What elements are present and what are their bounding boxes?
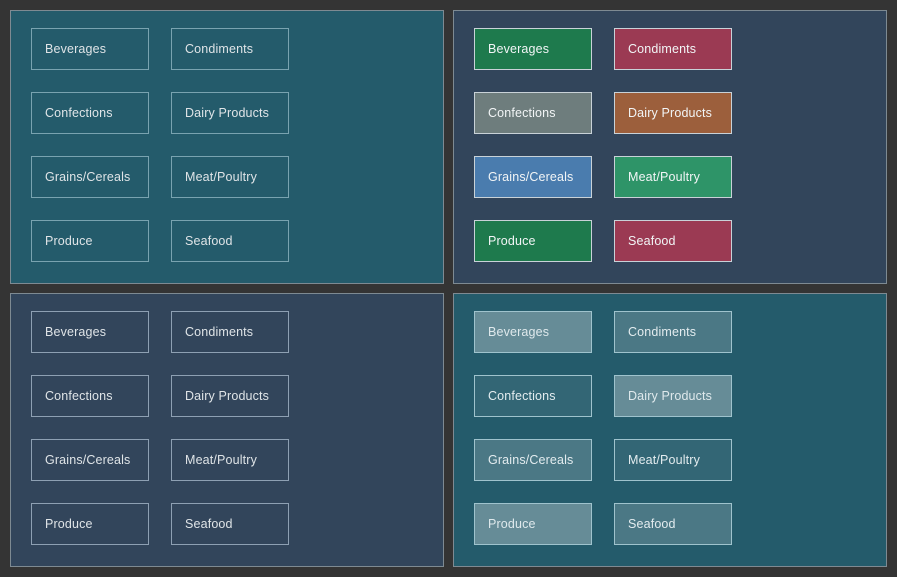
category-button-condiments[interactable]: Condiments xyxy=(614,28,732,70)
panel-solid-on-navy: Beverages Condiments Confections Dairy P… xyxy=(453,10,887,284)
category-button-confections[interactable]: Confections xyxy=(31,92,149,134)
category-button-dairy-products[interactable]: Dairy Products xyxy=(171,92,289,134)
category-button-meat-poultry[interactable]: Meat/Poultry xyxy=(171,156,289,198)
category-button-grains-cereals[interactable]: Grains/Cereals xyxy=(474,156,592,198)
category-button-dairy-products[interactable]: Dairy Products xyxy=(614,375,732,417)
category-button-confections[interactable]: Confections xyxy=(31,375,149,417)
category-button-meat-poultry[interactable]: Meat/Poultry xyxy=(171,439,289,481)
category-button-condiments[interactable]: Condiments xyxy=(614,311,732,353)
panel-tinted-on-teal: Beverages Condiments Confections Dairy P… xyxy=(453,293,887,567)
category-button-grains-cereals[interactable]: Grains/Cereals xyxy=(31,156,149,198)
panel-outline-on-navy: Beverages Condiments Confections Dairy P… xyxy=(10,293,444,567)
category-button-dairy-products[interactable]: Dairy Products xyxy=(614,92,732,134)
category-button-confections[interactable]: Confections xyxy=(474,375,592,417)
category-button-condiments[interactable]: Condiments xyxy=(171,28,289,70)
category-button-meat-poultry[interactable]: Meat/Poultry xyxy=(614,156,732,198)
category-button-meat-poultry[interactable]: Meat/Poultry xyxy=(614,439,732,481)
category-button-seafood[interactable]: Seafood xyxy=(614,220,732,262)
category-button-condiments[interactable]: Condiments xyxy=(171,311,289,353)
category-button-seafood[interactable]: Seafood xyxy=(171,220,289,262)
category-button-produce[interactable]: Produce xyxy=(474,220,592,262)
category-button-beverages[interactable]: Beverages xyxy=(474,311,592,353)
category-button-confections[interactable]: Confections xyxy=(474,92,592,134)
category-button-beverages[interactable]: Beverages xyxy=(31,28,149,70)
category-button-seafood[interactable]: Seafood xyxy=(171,503,289,545)
category-button-produce[interactable]: Produce xyxy=(31,503,149,545)
category-button-dairy-products[interactable]: Dairy Products xyxy=(171,375,289,417)
category-button-produce[interactable]: Produce xyxy=(31,220,149,262)
category-button-seafood[interactable]: Seafood xyxy=(614,503,732,545)
category-button-grains-cereals[interactable]: Grains/Cereals xyxy=(474,439,592,481)
category-button-grains-cereals[interactable]: Grains/Cereals xyxy=(31,439,149,481)
category-button-produce[interactable]: Produce xyxy=(474,503,592,545)
panel-outline-on-teal: Beverages Condiments Confections Dairy P… xyxy=(10,10,444,284)
category-button-beverages[interactable]: Beverages xyxy=(31,311,149,353)
category-button-beverages[interactable]: Beverages xyxy=(474,28,592,70)
